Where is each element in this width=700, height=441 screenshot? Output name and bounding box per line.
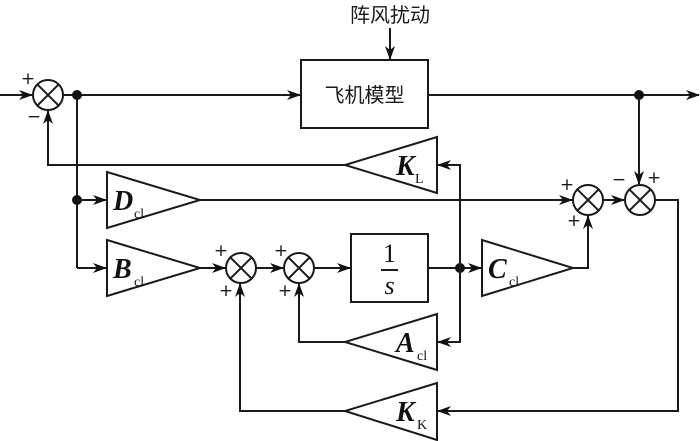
summing-junction-b [225,252,257,284]
disturbance-label: 阵风扰动 [350,3,430,27]
gain-KK-main: K [395,397,417,428]
gain-Dcl-main: D [112,186,133,217]
gain-Bcl [106,238,204,298]
summing-junction-error [624,184,656,216]
sign-input-top: + [21,69,35,89]
sign-error-right: + [647,168,661,188]
gain-Ccl-main: C [488,254,507,285]
summing-junction-input [32,79,64,111]
sign-input-bottom: − [27,107,41,127]
state-to-Acl-line [437,268,461,347]
sign-b-top: + [214,241,228,261]
sign-output-bottom: + [567,211,581,231]
gain-Dcl [106,170,204,230]
gain-Acl-main: A [394,328,415,359]
gain-Bcl-sub: cl [134,275,144,290]
summing-junction-integrator [283,252,315,284]
integrator-numerator: 1 [383,239,396,268]
gain-Dcl-sub: cl [134,207,144,222]
Acl-feedback-line [294,283,345,343]
sign-b-bottom: + [219,281,233,301]
gain-KK-sub: K [417,418,427,433]
gain-Acl [341,312,438,372]
gain-KL-sub: L [415,172,424,187]
gain-KK [341,381,438,441]
sign-integrator-top: + [274,241,288,261]
sign-output-top: + [560,175,574,195]
state-to-KL-line [437,160,461,268]
integrator-denominator: s [384,271,394,300]
gain-Ccl [481,238,577,298]
gain-Bcl-main: B [112,254,132,285]
KL-feedback-line [43,110,345,166]
gain-Acl-sub: cl [417,349,427,364]
plant-block [300,59,429,129]
KK-feedback-line [235,283,345,412]
error-to-KK-line [437,199,679,416]
C-output-line [573,215,593,269]
gain-KL-main: K [395,151,417,182]
sign-integrator-bottom: + [278,281,292,301]
plant-label: 飞机模型 [325,83,405,107]
sign-error-left: − [612,170,626,190]
gain-Ccl-sub: cl [509,275,519,290]
